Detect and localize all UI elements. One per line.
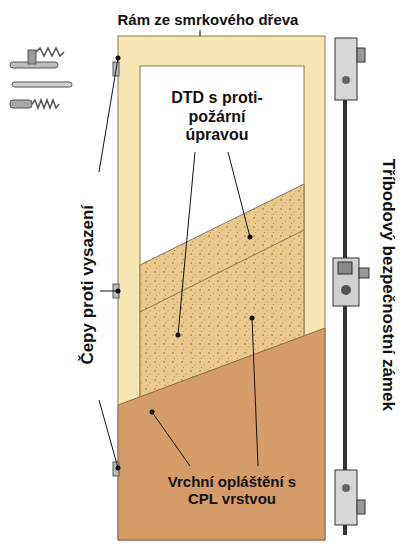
frame-label: Rám ze smrkového dřeva xyxy=(115,10,302,29)
anti-lift-pins xyxy=(113,62,119,476)
pin-illustration xyxy=(10,48,72,108)
spruce-frame xyxy=(118,36,325,540)
chipboard-joint xyxy=(140,230,304,312)
cpl-skin xyxy=(118,328,325,540)
three-point-lock xyxy=(333,38,369,535)
pins-label: Čepy proti vysazení xyxy=(77,202,99,368)
chipboard-label: DTD s proti- požární úpravou xyxy=(164,88,270,145)
cpl-label: Vrchní opláštění s CPL vrstvou xyxy=(159,472,305,509)
lock-label: Tříbodový bezpečnostní zámek xyxy=(377,156,399,414)
